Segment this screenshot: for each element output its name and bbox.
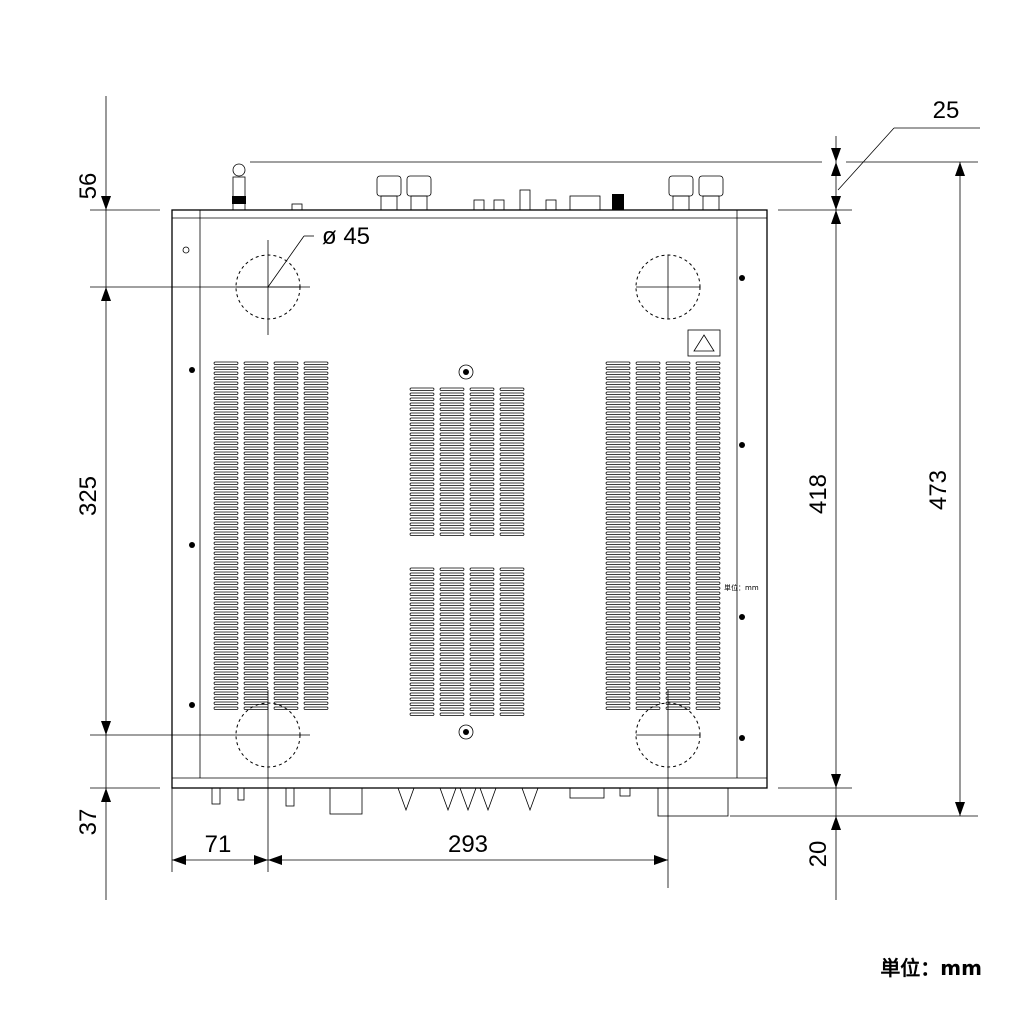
unit-label: 単位：mm xyxy=(880,956,982,980)
dim-top-offset: 56 xyxy=(75,173,102,200)
dim-side-to-foot: 71 xyxy=(205,831,232,858)
dimension-lines xyxy=(90,96,980,900)
rear-connectors xyxy=(232,163,724,211)
right-vent-grille xyxy=(605,361,721,710)
dim-front-offset: 37 xyxy=(75,809,102,836)
dim-knob-depth: 20 xyxy=(805,841,832,868)
chassis xyxy=(171,209,768,789)
small-unit-note: 単位：mm xyxy=(724,583,759,592)
ventilation-grilles xyxy=(213,361,721,716)
dim-foot-spacing-depth: 325 xyxy=(75,476,102,516)
dim-total-depth: 473 xyxy=(925,470,952,510)
dim-foot-spacing-width: 293 xyxy=(448,831,488,858)
left-vent-grille xyxy=(213,361,329,710)
front-panel-controls xyxy=(211,787,729,817)
dim-connector-depth: 25 xyxy=(933,97,960,124)
center-lower-vent-grille xyxy=(409,567,525,716)
warning-triangle-icon xyxy=(687,329,721,357)
chassis-screws xyxy=(182,246,745,741)
dim-foot-diameter: ø 45 xyxy=(322,223,370,250)
dim-body-depth: 418 xyxy=(805,474,832,514)
foot-circles xyxy=(235,254,701,768)
center-upper-vent-grille xyxy=(409,387,525,536)
